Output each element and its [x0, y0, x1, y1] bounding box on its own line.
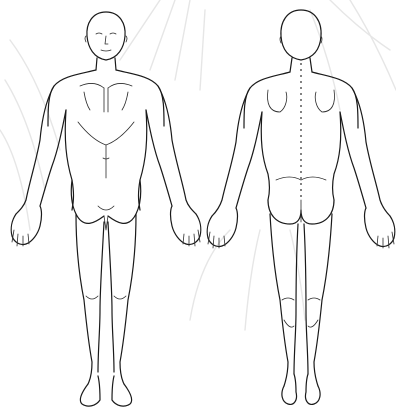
spine-dot: [300, 105, 302, 107]
spine-dot: [300, 165, 302, 167]
spine-dot: [300, 87, 302, 89]
spine-dot: [300, 171, 302, 173]
spine-dot: [300, 93, 302, 95]
spine-dot: [300, 159, 302, 161]
back-right-hand: [365, 208, 395, 247]
posterior-figure: [207, 10, 395, 404]
spine-dot: [300, 99, 302, 101]
spine-dot: [300, 183, 302, 185]
spine-dot: [300, 63, 302, 65]
spine-dot: [300, 111, 302, 113]
spine-dot: [300, 153, 302, 155]
front-right-leg: [120, 214, 136, 384]
spine-dot: [300, 75, 302, 77]
anterior-figure: [11, 12, 201, 406]
back-left-hand: [207, 208, 237, 247]
spine-dots: [300, 63, 302, 197]
spine-dot: [300, 141, 302, 143]
spine-dot: [300, 189, 302, 191]
spine-dot: [300, 123, 302, 125]
spine-dot: [300, 129, 302, 131]
front-left-leg: [76, 214, 92, 384]
spine-dot: [300, 147, 302, 149]
front-right-hand: [171, 206, 201, 245]
spine-dot: [300, 117, 302, 119]
front-left-hand: [11, 206, 41, 245]
back-right-leg: [314, 214, 332, 386]
back-left-foot: [282, 374, 297, 404]
back-head: [281, 10, 321, 60]
spine-dot: [300, 69, 302, 71]
back-left-leg: [270, 214, 288, 386]
spine-dot: [300, 177, 302, 179]
front-right-foot: [112, 376, 132, 406]
spine-dot: [300, 81, 302, 83]
front-left-foot: [80, 376, 100, 406]
spine-dot: [300, 195, 302, 197]
spine-dot: [300, 135, 302, 137]
back-right-foot: [305, 374, 320, 404]
